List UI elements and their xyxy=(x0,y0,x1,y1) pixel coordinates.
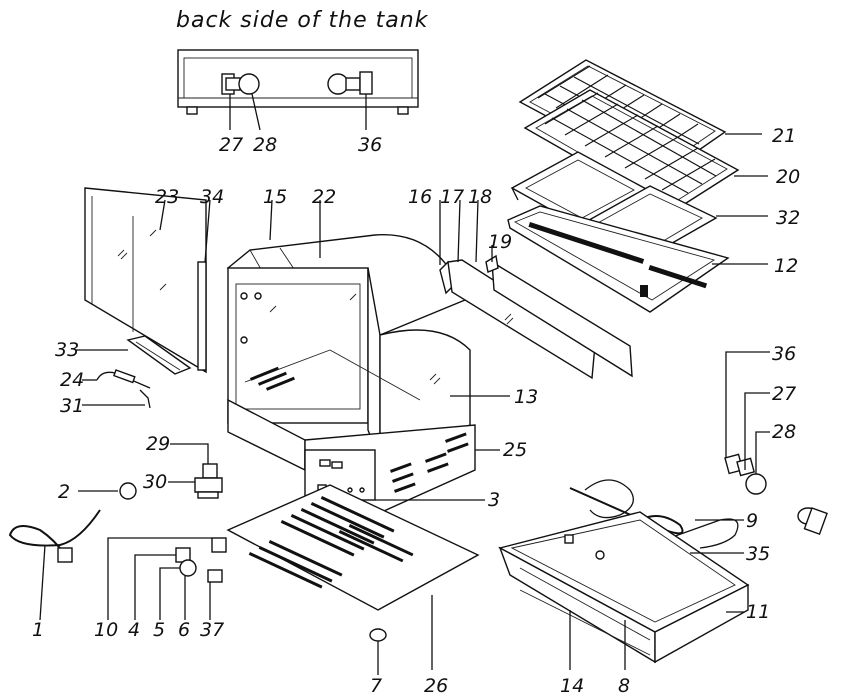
label-4: 4 xyxy=(128,619,140,641)
label-16: 16 xyxy=(408,186,432,208)
label-32: 32 xyxy=(776,207,800,229)
sensor-31 xyxy=(82,389,151,409)
switch-assembly-right xyxy=(724,351,770,495)
label-5: 5 xyxy=(153,619,165,641)
knob-2 xyxy=(78,482,137,500)
label-27-side: 27 xyxy=(772,383,796,405)
tank-back-view xyxy=(177,49,419,131)
label-6: 6 xyxy=(178,619,190,641)
label-22: 22 xyxy=(312,186,336,208)
label-36-side: 36 xyxy=(772,343,796,365)
label-33: 33 xyxy=(55,339,79,361)
label-20: 20 xyxy=(776,166,800,188)
label-28-side: 28 xyxy=(772,421,796,443)
label-30: 30 xyxy=(143,471,167,493)
label-13: 13 xyxy=(514,386,538,408)
label-28-back: 28 xyxy=(253,134,277,156)
switches-4-5-6-37 xyxy=(107,537,227,620)
label-18: 18 xyxy=(468,186,492,208)
label-14: 14 xyxy=(560,675,584,697)
label-37: 37 xyxy=(200,619,224,641)
label-23: 23 xyxy=(155,186,179,208)
display-cabinet xyxy=(226,233,476,516)
label-19: 19 xyxy=(488,231,512,253)
label-9: 9 xyxy=(746,510,758,532)
label-29: 29 xyxy=(146,433,170,455)
drip-plate-12 xyxy=(507,205,730,313)
relay-29-30 xyxy=(168,443,223,499)
label-31: 31 xyxy=(60,395,84,417)
label-21: 21 xyxy=(772,125,796,147)
bracket-33 xyxy=(126,335,192,375)
label-25: 25 xyxy=(503,439,527,461)
label-26: 26 xyxy=(424,675,448,697)
back-switch-left xyxy=(221,73,260,95)
label-3: 3 xyxy=(488,489,500,511)
label-2: 2 xyxy=(58,481,70,503)
label-35: 35 xyxy=(746,543,770,565)
foot-7 xyxy=(369,628,387,675)
label-15: 15 xyxy=(263,186,287,208)
label-27-back: 27 xyxy=(219,134,243,156)
diagram-title: back side of the tank xyxy=(176,8,429,33)
glass-panels xyxy=(439,254,633,380)
heater-tray-11 xyxy=(498,511,750,664)
label-12: 12 xyxy=(774,255,798,277)
bottom-plate-26 xyxy=(226,484,480,611)
label-7: 7 xyxy=(370,675,382,697)
grill-rack-20 xyxy=(523,89,740,213)
label-36-back: 36 xyxy=(358,134,382,156)
label-17: 17 xyxy=(440,186,464,208)
power-cord-1 xyxy=(8,509,101,621)
part-labels: 27 28 36 21 20 32 12 23 34 15 22 16 17 1… xyxy=(32,125,800,697)
label-24: 24 xyxy=(60,369,84,391)
leader-lines xyxy=(75,133,768,670)
label-10: 10 xyxy=(94,619,118,641)
label-11: 11 xyxy=(746,601,770,623)
side-glass-panel-23 xyxy=(84,187,207,374)
label-34: 34 xyxy=(200,186,224,208)
sensor-24 xyxy=(96,369,151,389)
knob-far-right xyxy=(797,507,828,536)
label-8: 8 xyxy=(618,675,630,697)
label-1: 1 xyxy=(32,619,44,641)
